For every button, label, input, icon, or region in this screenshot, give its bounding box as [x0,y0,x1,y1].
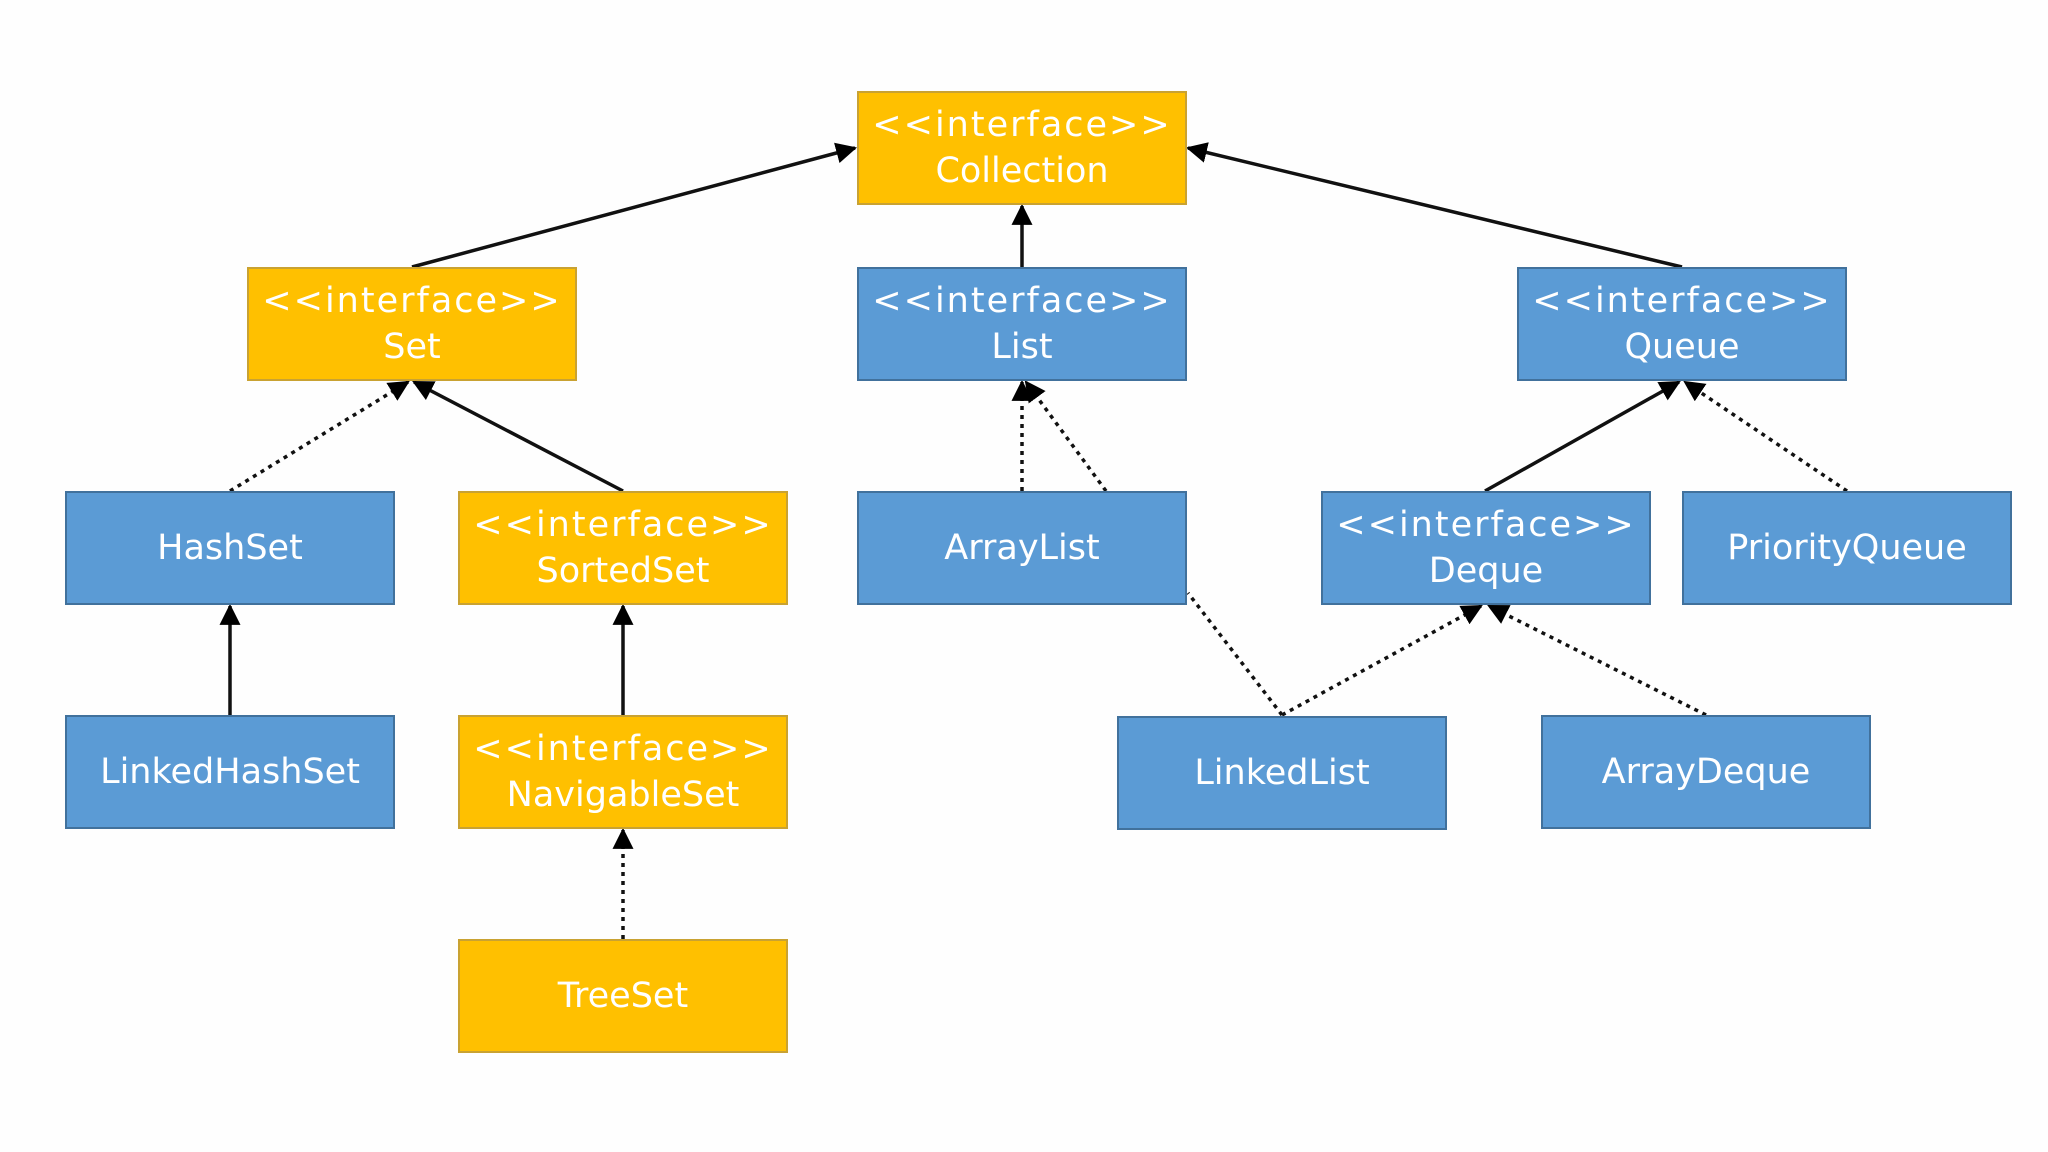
sortedset-stereotype: <<interface>> [473,505,773,545]
hashset-name: HashSet [157,528,303,568]
edge-linkedlist-deque [1281,604,1483,717]
collection-name: Collection [935,151,1109,191]
navigableset-name: NavigableSet [506,775,740,815]
set-stereotype: <<interface>> [262,281,562,321]
collection-stereotype: <<interface>> [872,105,1172,145]
node-hashset: HashSet [65,491,395,605]
arraydeque-name: ArrayDeque [1601,752,1811,792]
edge-hashset-set [229,380,410,493]
linkedhashset-name: LinkedHashSet [100,752,360,792]
arraylist-name: ArrayList [944,528,1100,568]
node-linkedhashset: LinkedHashSet [65,715,395,829]
node-sortedset: <<interface>> SortedSet [458,491,788,605]
node-queue: <<interface>> Queue [1517,267,1847,381]
edge-sortedset-set [412,380,624,493]
linkedlist-name: LinkedList [1194,753,1370,793]
node-linkedlist: LinkedList [1117,716,1447,830]
edge-deque-queue [1484,380,1681,493]
deque-stereotype: <<interface>> [1336,505,1636,545]
node-list: <<interface>> List [857,267,1187,381]
navigableset-stereotype: <<interface>> [473,729,773,769]
deque-name: Deque [1428,551,1544,591]
edge-set-collection [411,142,858,269]
node-arraylist: ArrayList [857,491,1187,605]
edge-linkedlist-list [1024,380,1108,493]
edge-queue-collection [1185,142,1683,269]
set-name: Set [383,327,441,367]
edge-linkedlist-list-lower [1186,591,1284,717]
node-collection: <<interface>> Collection [857,91,1187,205]
list-name: List [991,327,1053,367]
node-navigableset: <<interface>> NavigableSet [458,715,788,829]
node-deque: <<interface>> Deque [1321,491,1651,605]
queue-stereotype: <<interface>> [1532,281,1832,321]
node-priorityqueue: PriorityQueue [1682,491,2012,605]
priorityqueue-name: PriorityQueue [1727,528,1967,568]
node-set: <<interface>> Set [247,267,577,381]
node-treeset: TreeSet [458,939,788,1053]
edge-arraydeque-deque [1487,604,1707,717]
list-stereotype: <<interface>> [872,281,1172,321]
treeset-name: TreeSet [557,976,689,1016]
sortedset-name: SortedSet [536,551,710,591]
queue-name: Queue [1624,327,1740,367]
node-arraydeque: ArrayDeque [1541,715,1871,829]
edge-priorityqueue-queue [1683,380,1848,493]
